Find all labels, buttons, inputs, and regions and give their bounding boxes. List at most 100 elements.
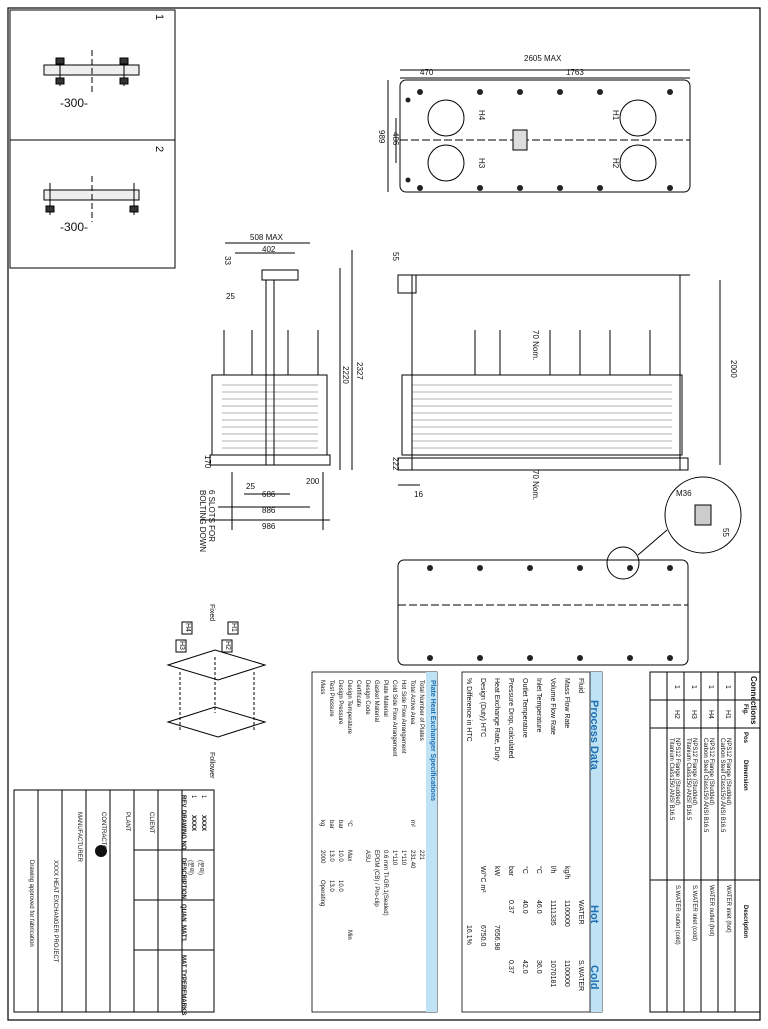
conn-row-pos: H1 bbox=[724, 710, 731, 719]
tb-client-label: CLIENT bbox=[148, 812, 154, 834]
dim-nom-bottom: 70 Nom. bbox=[531, 470, 540, 501]
inset-flange-panels bbox=[9, 9, 176, 269]
phe-label: Cold Side Flow Arrangement bbox=[391, 680, 397, 757]
dim-686: 686 bbox=[262, 490, 276, 499]
port-h3: H3 bbox=[477, 158, 486, 169]
tb-manufacturer-label: MANUFACTURER bbox=[76, 812, 82, 863]
dim-16: 16 bbox=[414, 490, 423, 499]
phe-unit: bar bbox=[337, 820, 343, 829]
phe-value: ASU bbox=[364, 850, 370, 863]
conn-row-fig: 1 bbox=[724, 685, 731, 689]
conn-row-dimension: NPS12 Flange (Studded) Titanium Class150… bbox=[685, 738, 697, 821]
conn-row-description: S.WATER inlet (cold) bbox=[691, 885, 697, 942]
phe-extra: Min bbox=[346, 930, 352, 940]
iso-port-h1: H1 bbox=[230, 623, 237, 632]
process-label: Pressure Drop, calculated bbox=[507, 678, 514, 759]
isometric-sketch bbox=[166, 621, 267, 738]
conn-hdr-pos: Pos bbox=[742, 732, 748, 744]
process-cold: 36.0 bbox=[535, 960, 542, 974]
tb-rev-2-desc: (문의) bbox=[187, 860, 193, 876]
iso-port-h3: H3 bbox=[178, 641, 185, 650]
conn-row-fig: 1 bbox=[673, 685, 680, 689]
process-unit: W/°C m² bbox=[479, 866, 486, 893]
conn-row-description: WATER outlet (hot) bbox=[708, 885, 714, 937]
inset-index-2: 2 bbox=[153, 146, 165, 153]
title-block-frame bbox=[13, 789, 215, 1013]
company-logo-icon bbox=[95, 845, 107, 857]
process-cold: S.WATER bbox=[577, 960, 584, 992]
dim-2220: 2220 bbox=[341, 366, 350, 384]
conn-row-fig: 1 bbox=[690, 685, 697, 689]
conn-row-dimension: NPS12 Flange (Studded) Carbon Steel Clas… bbox=[702, 738, 714, 833]
process-hot: 16.1% bbox=[465, 925, 472, 945]
detail-bolt: M36 bbox=[676, 489, 692, 498]
phe-title: Plate Heat Exchanger Specifications bbox=[429, 680, 436, 801]
dim-222: 222 bbox=[391, 457, 400, 471]
phe-unit: °C bbox=[346, 820, 352, 827]
phe-value: 231.40 bbox=[409, 850, 415, 869]
process-unit: kW bbox=[493, 866, 500, 877]
dim-170: 170 bbox=[203, 455, 212, 469]
inset-dim-2: -300- bbox=[60, 220, 89, 234]
process-label: Inlet Temperature bbox=[535, 678, 542, 733]
dim-402: 402 bbox=[262, 245, 276, 254]
conn-row-pos: H2 bbox=[673, 710, 680, 719]
process-unit: bar bbox=[507, 866, 514, 877]
slots-note: 6 SLOTS FOR BOLTING DOWN bbox=[198, 490, 216, 553]
tb-rev-1: 1 bbox=[200, 795, 206, 799]
process-col-cold: Cold bbox=[588, 965, 600, 990]
process-cold: 1100000 bbox=[563, 960, 570, 987]
dim-left: 470 bbox=[420, 68, 434, 77]
port-h2: H2 bbox=[611, 158, 620, 169]
phe-label: Design Code bbox=[364, 680, 370, 715]
phe-label: Design Temperature bbox=[346, 680, 352, 734]
phe-extra: 10.0 bbox=[337, 880, 343, 892]
iso-port-h2: H2 bbox=[224, 641, 231, 650]
phe-extra: Operating bbox=[319, 880, 325, 907]
process-cold: 1070181 bbox=[549, 960, 556, 988]
flange-drawing-1 bbox=[43, 50, 140, 95]
tb-hdr-remarks: REMARKS bbox=[180, 985, 186, 1016]
dim-25b: 25 bbox=[246, 482, 255, 491]
process-label: Outlet Temperature bbox=[521, 678, 528, 738]
process-cold: 42.0 bbox=[521, 960, 528, 974]
tb-rev-2: 1 bbox=[190, 795, 196, 799]
phe-value: 0.6 mm TI-GR.1(Sealed) bbox=[382, 850, 388, 916]
tb-hdr-drawing: DRAWING NO bbox=[180, 810, 186, 850]
conn-row-description: S.WATER outlet (cold) bbox=[674, 885, 680, 945]
tb-rev-1-no: XXXX bbox=[200, 815, 206, 832]
phe-value: 2000 bbox=[319, 850, 325, 864]
tb-hdr-matl: MAT'L bbox=[180, 925, 186, 943]
iso-fixed: Fixed bbox=[208, 604, 215, 622]
tb-project: XXXX HEAT EXCHANGER PROJECT bbox=[52, 860, 58, 963]
top-view bbox=[387, 69, 691, 193]
dim-2000: 2000 bbox=[729, 360, 738, 378]
process-unit: °C bbox=[535, 866, 542, 874]
tb-hdr-rev: REV bbox=[180, 795, 186, 808]
dim-span: 1763 bbox=[566, 68, 584, 77]
phe-unit: bar bbox=[328, 820, 334, 829]
dim-986: 986 bbox=[262, 522, 276, 531]
conn-hdr-fig: Fig. bbox=[742, 704, 748, 715]
phe-label: Mass bbox=[319, 680, 325, 695]
dim-inner: 486 bbox=[391, 132, 400, 146]
process-hot: 6750.0 bbox=[479, 925, 486, 947]
process-hot: 1111335 bbox=[549, 900, 556, 926]
process-unit: l/h bbox=[549, 866, 556, 874]
sheet-border bbox=[7, 7, 761, 1021]
tb-hdr-mattype: MAT TYPE bbox=[180, 955, 186, 985]
process-hot: 0.37 bbox=[507, 900, 514, 914]
dim-2327: 2327 bbox=[355, 362, 364, 380]
phe-value: 221 bbox=[418, 850, 424, 861]
tb-rev-2-no: XXXX bbox=[190, 815, 196, 832]
process-cold: 0.37 bbox=[507, 960, 514, 974]
bolt-detail bbox=[606, 476, 742, 580]
conn-row-description: WATER inlet (hot) bbox=[725, 885, 731, 933]
process-hot: 7656.98 bbox=[493, 925, 500, 951]
detail-55: 55 bbox=[721, 528, 730, 537]
conn-row-pos: H3 bbox=[690, 710, 697, 719]
phe-label: Hot Side Flow Arrangement bbox=[400, 680, 406, 754]
process-col-hot: Hot bbox=[588, 905, 600, 924]
phe-value: 1*110 bbox=[400, 850, 406, 866]
